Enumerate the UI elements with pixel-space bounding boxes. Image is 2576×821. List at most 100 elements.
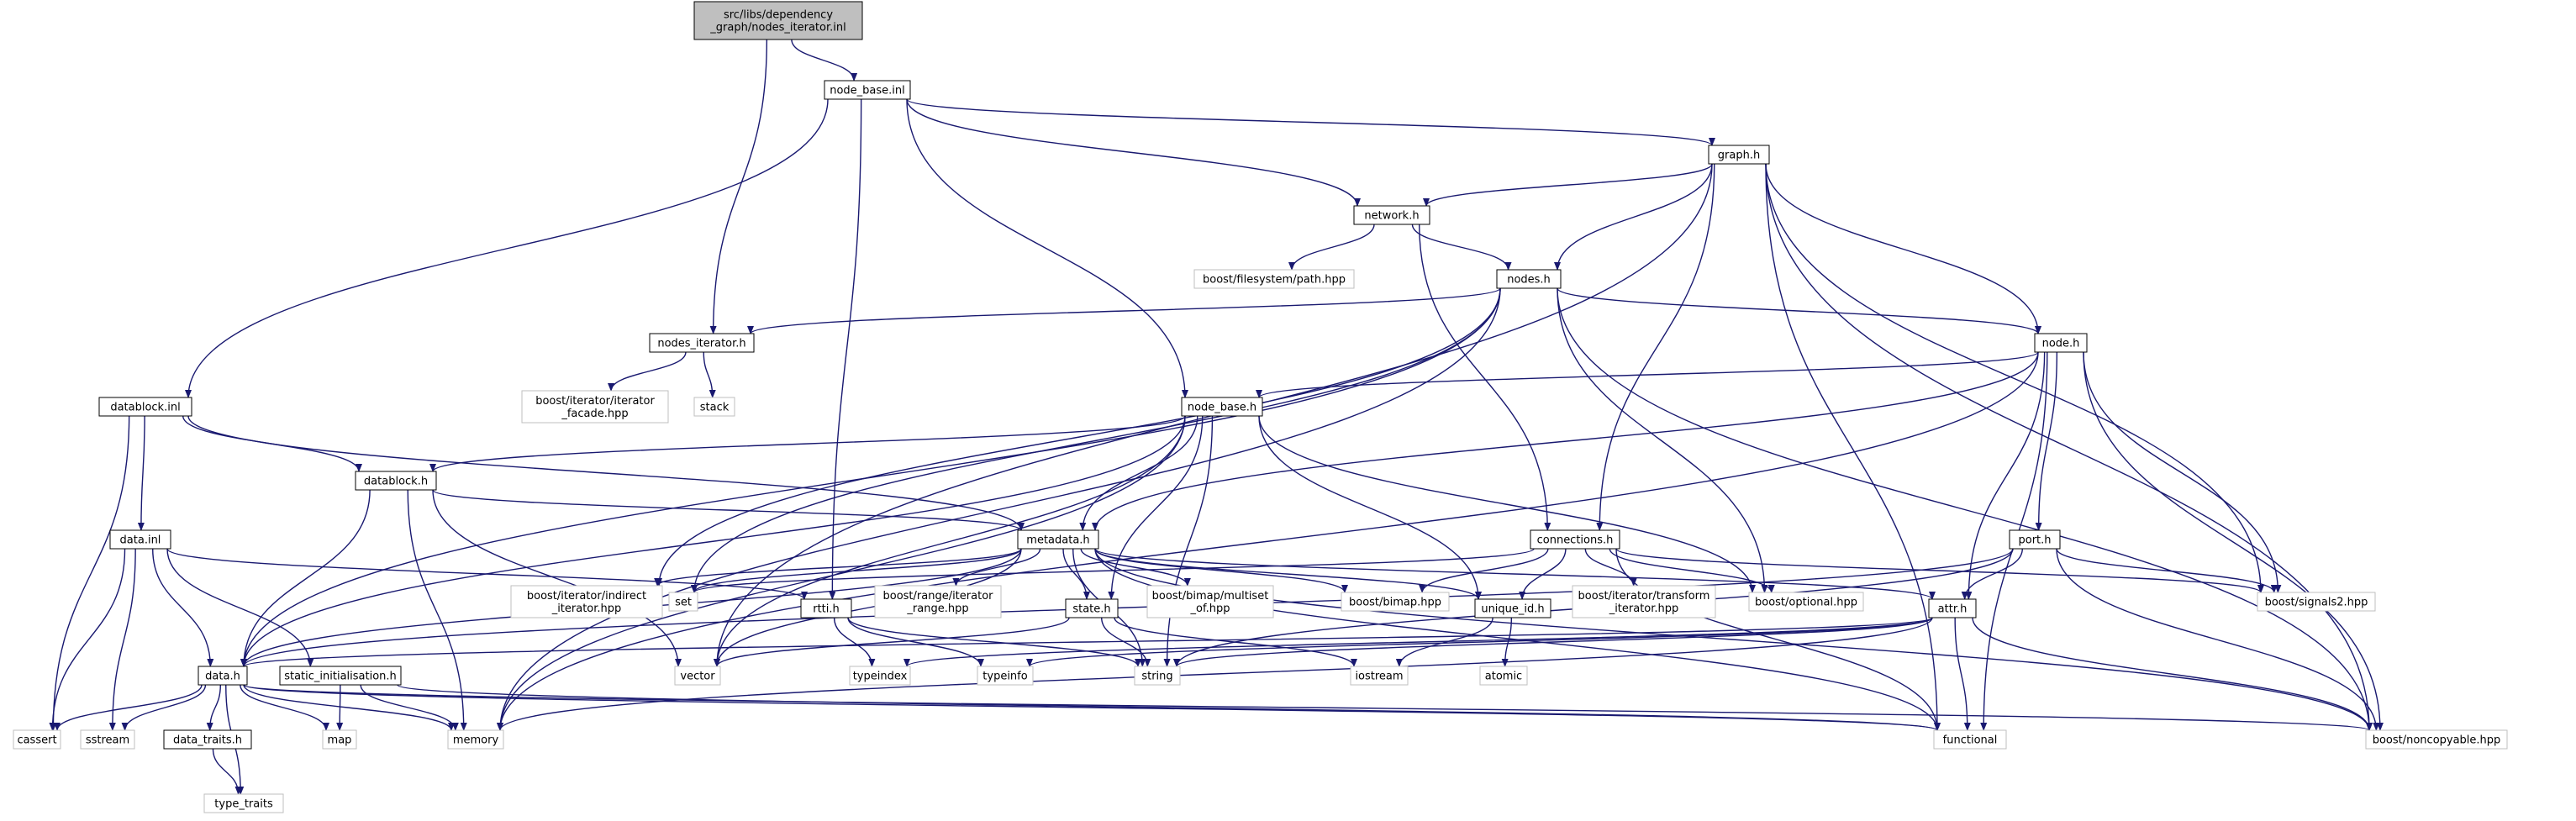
node-rtti_h[interactable]: rtti.h [800,598,852,618]
edge-network_h-to-boost_filesystem [1288,224,1375,271]
node-boost_filesystem: boost/filesystem/path.hpp [1193,269,1355,289]
node-port_h[interactable]: port.h [2009,529,2061,550]
node-node_base_h[interactable]: node_base.h [1181,397,1263,417]
edge-node_h-to-metadata_h [1092,351,2039,531]
edge-layer [49,39,2384,795]
edge-node_h-to-attr_h [1965,351,2046,600]
edge-rtti_h-to-typeindex [833,617,876,667]
node-boost_bimap_multiset: boost/bimap/multiset_of.hpp [1146,585,1274,618]
edge-node_h-to-memory [497,351,2039,731]
node-label-data_inl: data.inl [120,534,161,547]
node-label-boost_iterator_facade: _facade.hpp [561,408,628,420]
node-box-functional [1933,729,2007,750]
node-label-node_base_inl: node_base.inl [830,85,905,97]
node-root[interactable]: src/libs/dependency_graph/nodes_iterator… [693,1,863,40]
edge-nodes_iterator_h-to-stack [703,351,716,398]
edge-static_init_h-to-memory [360,684,459,731]
edge-root-to-nodes_iterator_h [709,39,768,334]
node-label-boost_indirect: _iterator.hpp [551,603,622,615]
edge-node_base_inl-to-network_h [906,98,1361,207]
edge-metadata_h-to-boost_noncopyable [1094,548,2373,731]
node-box-type_traits [203,793,284,813]
node-node_base_inl[interactable]: node_base.inl [824,80,911,100]
edge-metadata_h-to-state_h [1062,548,1090,600]
node-label-memory: memory [453,734,499,747]
edge-data_traits_h-to-type_traits [212,748,242,795]
node-label-data_traits_h: data_traits.h [173,734,242,747]
node-label-boost_optional: boost/optional.hpp [1755,597,1857,609]
node-label-boost_iterator_facade: boost/iterator/iterator [535,395,655,408]
node-label-state_h: state.h [1072,603,1110,616]
node-node_h[interactable]: node.h [2034,333,2088,353]
edge-network_h-to-nodes_h [1411,224,1512,271]
node-data_h[interactable]: data.h [198,666,248,686]
edge-unique_id_h-to-atomic [1501,617,1513,667]
edge-data_inl-to-data_h [152,548,214,667]
edge-port_h-to-boost_noncopyable [2056,548,2380,731]
node-label-nodes_iterator_h: nodes_iterator.h [657,338,745,350]
node-box-static_init_h [279,666,402,686]
edge-node_base_h-to-unique_id_h [1258,415,1482,600]
node-map: map [322,729,357,750]
edge-datablock_h-to-data_h [240,489,371,667]
node-data_traits_h[interactable]: data_traits.h [163,729,252,750]
node-box-cassert [13,729,61,750]
node-label-metadata_h: metadata.h [1026,534,1089,547]
node-box-boost_transform [1572,585,1716,618]
node-label-boost_bimap: boost/bimap.hpp [1349,597,1441,609]
edge-datablock_inl-to-metadata_h [187,415,1025,531]
node-box-port_h [2009,529,2061,550]
node-datablock_inl[interactable]: datablock.inl [98,397,192,417]
node-nodes_iterator_h[interactable]: nodes_iterator.h [649,333,755,353]
node-box-map [322,729,357,750]
node-label-map: map [328,734,352,747]
node-graph_h[interactable]: graph.h [1708,145,1770,165]
node-state_h[interactable]: state.h [1065,598,1119,618]
node-static_init_h[interactable]: static_initialisation.h [279,666,402,686]
edge-nodes_h-to-memory [497,287,1501,731]
node-label-boost_bimap_multiset: boost/bimap/multiset [1152,590,1269,603]
node-box-attr_h [1928,598,1977,618]
node-label-vector: vector [680,671,715,683]
edge-nodes_iterator_h-to-boost_iterator_facade [608,351,687,392]
edge-data_h-to-boost_noncopyable [243,684,2373,731]
edge-datablock_h-to-metadata_h [432,489,1025,531]
edge-connections_h-to-boost_signals2 [1615,548,2264,593]
node-box-boost_indirect [510,585,663,618]
node-box-boost_range [874,585,1002,618]
node-box-connections_h [1530,529,1620,550]
edge-nodes_h-to-boost_noncopyable [1557,287,2373,731]
node-box-rtti_h [800,598,852,618]
edge-graph_h-to-boost_noncopyable [1765,163,2373,731]
node-nodes_h[interactable]: nodes.h [1496,269,1562,289]
node-label-typeindex: typeindex [853,671,908,683]
edge-connections_h-to-functional [1615,548,1941,731]
node-atomic: atomic [1479,666,1528,686]
node-box-sstream [80,729,135,750]
node-connections_h[interactable]: connections.h [1530,529,1620,550]
edge-connections_h-to-unique_id_h [1519,548,1567,600]
node-string: string [1134,666,1181,686]
node-data_inl[interactable]: data.inl [109,529,171,550]
node-label-iostream: iostream [1355,671,1403,683]
edge-datablock_inl-to-data_inl [137,415,145,531]
node-functional: functional [1933,729,2007,750]
node-box-metadata_h [1017,529,1099,550]
node-attr_h[interactable]: attr.h [1928,598,1977,618]
node-metadata_h[interactable]: metadata.h [1017,529,1099,550]
node-unique_id_h[interactable]: unique_id.h [1474,598,1551,618]
node-label-data_h: data.h [205,671,240,683]
node-network_h[interactable]: network.h [1353,205,1430,225]
node-datablock_h[interactable]: datablock.h [355,471,437,491]
edge-graph_h-to-boost_signals2 [1765,163,2264,593]
node-box-state_h [1065,598,1119,618]
edge-metadata_h-to-boost_range [952,548,1041,587]
node-box-node_h [2034,333,2088,353]
edge-rtti_h-to-typeinfo [847,617,984,667]
node-boost_range: boost/range/iterator_range.hpp [874,585,1002,618]
node-label-nodes_h: nodes.h [1507,274,1551,287]
node-box-memory [447,729,504,750]
edge-nodes_h-to-boost_indirect [656,287,1501,587]
edge-data_h-to-memory [243,684,455,731]
edge-nodes_h-to-nodes_iterator_h [747,287,1501,334]
